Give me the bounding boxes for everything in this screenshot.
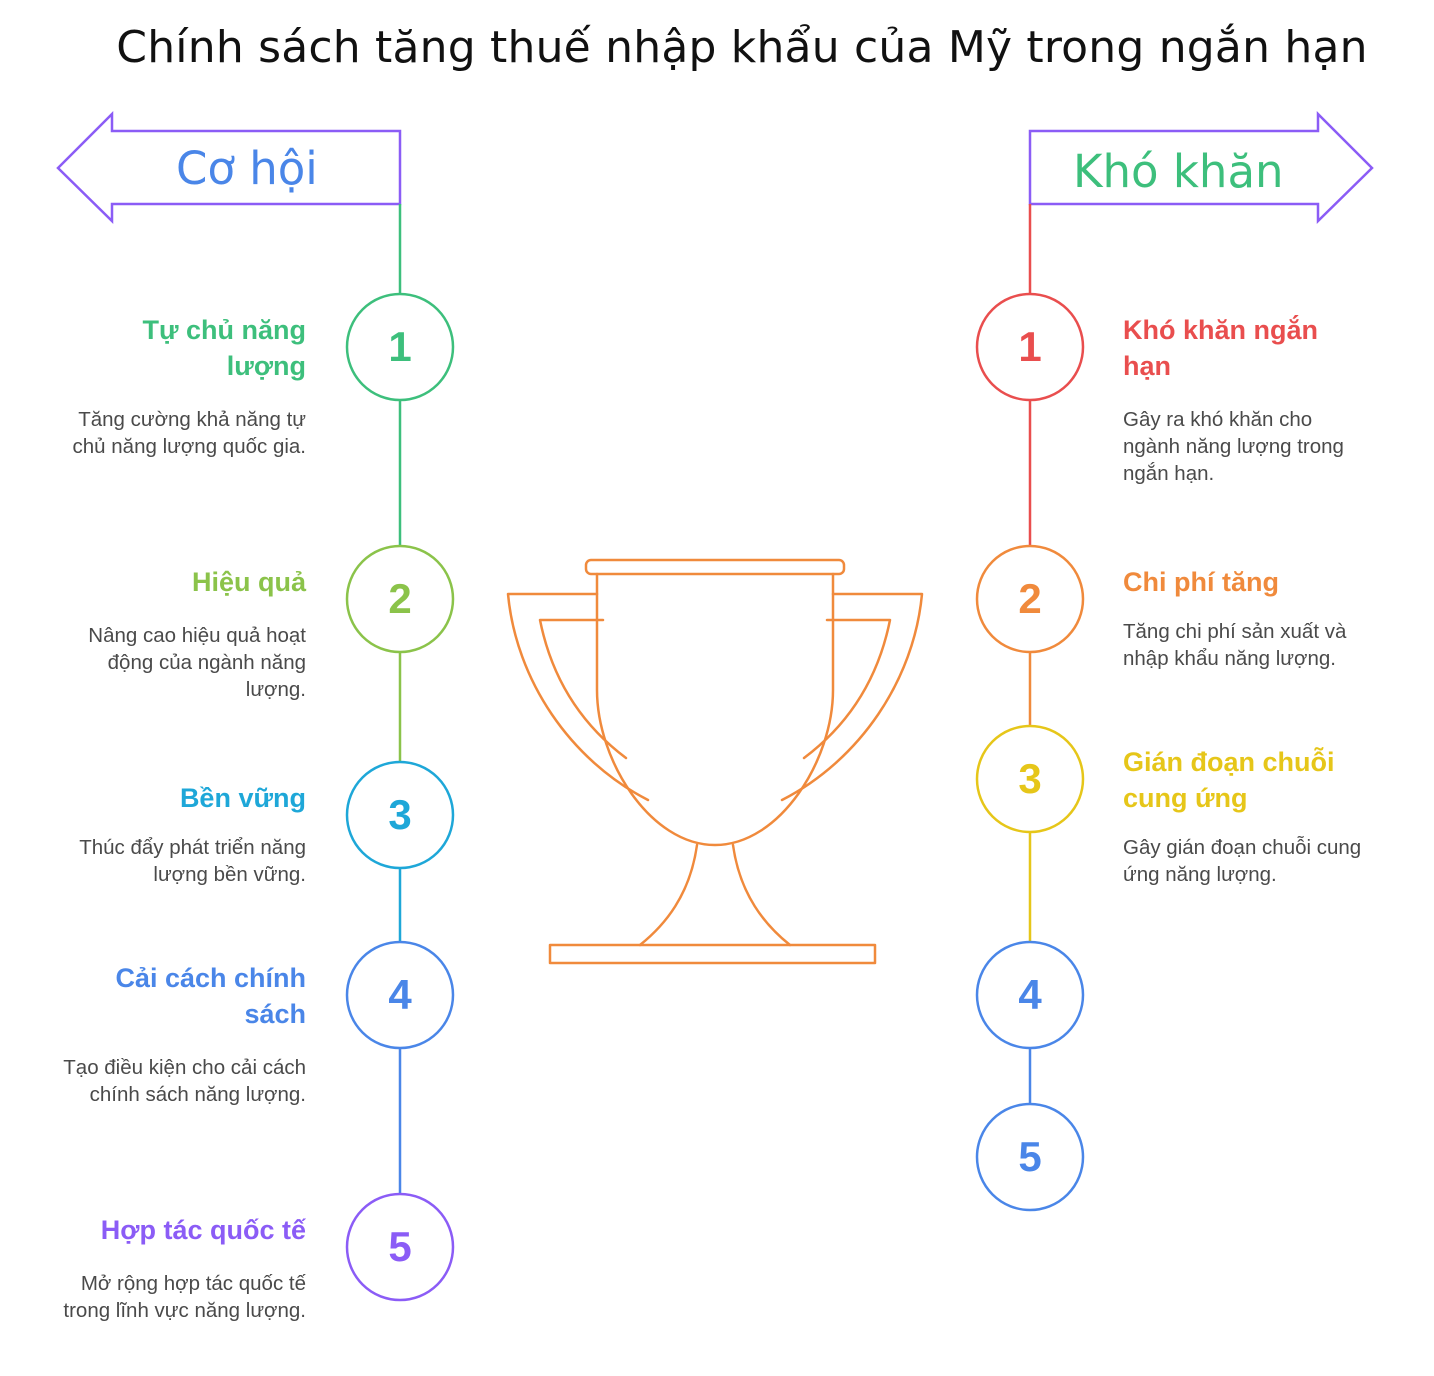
challenges-label: Khó khăn	[1073, 145, 1284, 198]
left-number-4: 4	[388, 971, 412, 1018]
left-number-3: 3	[388, 791, 412, 838]
opportunity-title-2: Hiệu quả	[191, 567, 306, 597]
challenge-title-1: Khó khăn ngắn hạn	[1123, 315, 1318, 381]
opportunity-desc-3: Thúc đẩy phát triển năng lượng bền vững.	[79, 836, 306, 886]
right-circle-2	[975, 544, 1085, 654]
left-circle-1	[345, 292, 455, 402]
left-arrow-shape	[56, 110, 402, 224]
challenge-desc-1: Gây ra khó khăn cho ngành năng lượng tro…	[1123, 408, 1344, 485]
right-arrow-shape	[1028, 110, 1374, 224]
left-circle-3	[345, 760, 455, 870]
right-number-5: 5	[1018, 1133, 1042, 1180]
challenge-title-2: Chi phí tăng	[1123, 567, 1279, 597]
right-circle-4	[975, 940, 1085, 1050]
right-circles	[975, 292, 1085, 1212]
right-number-3: 3	[1018, 755, 1042, 802]
right-number-1: 1	[1018, 323, 1042, 370]
opportunity-title-5: Hợp tác quốc tế	[100, 1215, 306, 1245]
opportunity-desc-2: Nâng cao hiệu quả hoạt động của ngành nă…	[88, 624, 306, 701]
opportunity-title-1: Tự chủ năng lượng	[142, 315, 306, 381]
right-circle-1	[975, 292, 1085, 402]
challenge-desc-3: Gây gián đoạn chuỗi cung ứng năng lượng.	[1123, 836, 1362, 886]
right-number-4: 4	[1018, 971, 1042, 1018]
opportunity-title-4: Cải cách chính sách	[115, 963, 306, 1029]
right-circle-3	[975, 724, 1085, 834]
left-number-2: 2	[388, 575, 412, 622]
opportunity-desc-1: Tăng cường khả năng tự chủ năng lượng qu…	[72, 408, 306, 458]
page-title: Chính sách tăng thuế nhập khẩu của Mỹ tr…	[116, 22, 1368, 73]
opportunities-label: Cơ hội	[176, 142, 318, 195]
opportunity-desc-5: Mở rộng hợp tác quốc tế trong lĩnh vực n…	[63, 1272, 306, 1322]
left-number-5: 5	[388, 1223, 412, 1270]
left-circles	[345, 292, 455, 1302]
right-number-2: 2	[1018, 575, 1042, 622]
opportunity-desc-4: Tạo điều kiện cho cải cách chính sách nă…	[63, 1056, 306, 1106]
left-circle-4	[345, 940, 455, 1050]
left-number-1: 1	[388, 323, 412, 370]
opportunity-title-3: Bền vững	[179, 783, 306, 813]
trophy-icon	[506, 558, 924, 965]
left-circle-5	[345, 1192, 455, 1302]
left-circle-2	[345, 544, 455, 654]
right-circle-5	[975, 1102, 1085, 1212]
challenge-title-3: Gián đoạn chuỗi cung ứng	[1123, 747, 1335, 813]
challenge-desc-2: Tăng chi phí sản xuất và nhập khẩu năng …	[1123, 620, 1347, 670]
